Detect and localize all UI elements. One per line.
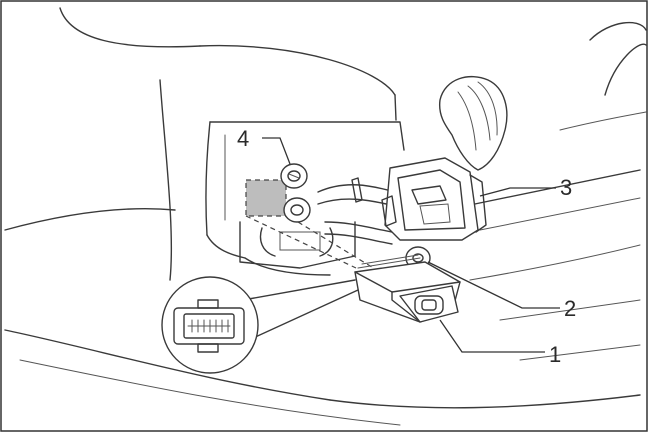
connector-housing-3 <box>381 157 487 241</box>
install-guide <box>245 215 381 273</box>
mount-hole <box>283 197 311 223</box>
shaded-area <box>246 180 286 216</box>
knob <box>438 76 508 171</box>
callout-label-1: 1 <box>549 342 561 367</box>
screw-4 <box>280 163 308 189</box>
connector-socket <box>414 295 444 315</box>
callout-label-4: 4 <box>237 126 249 151</box>
connector-terminal-detail <box>173 299 245 353</box>
callout-leaders <box>262 137 560 353</box>
callout-label-3: 3 <box>560 175 572 200</box>
leader-2 <box>427 261 560 309</box>
callout-label-2: 2 <box>564 296 576 321</box>
leader-4 <box>262 137 291 165</box>
socket-mount <box>239 179 356 269</box>
detail-magnifier <box>161 276 359 374</box>
callout-labels: 4 3 2 1 <box>237 126 576 367</box>
leader-3 <box>479 187 556 197</box>
leader-1 <box>439 319 545 353</box>
panel-recess <box>205 121 405 276</box>
connector-1 <box>354 254 461 323</box>
